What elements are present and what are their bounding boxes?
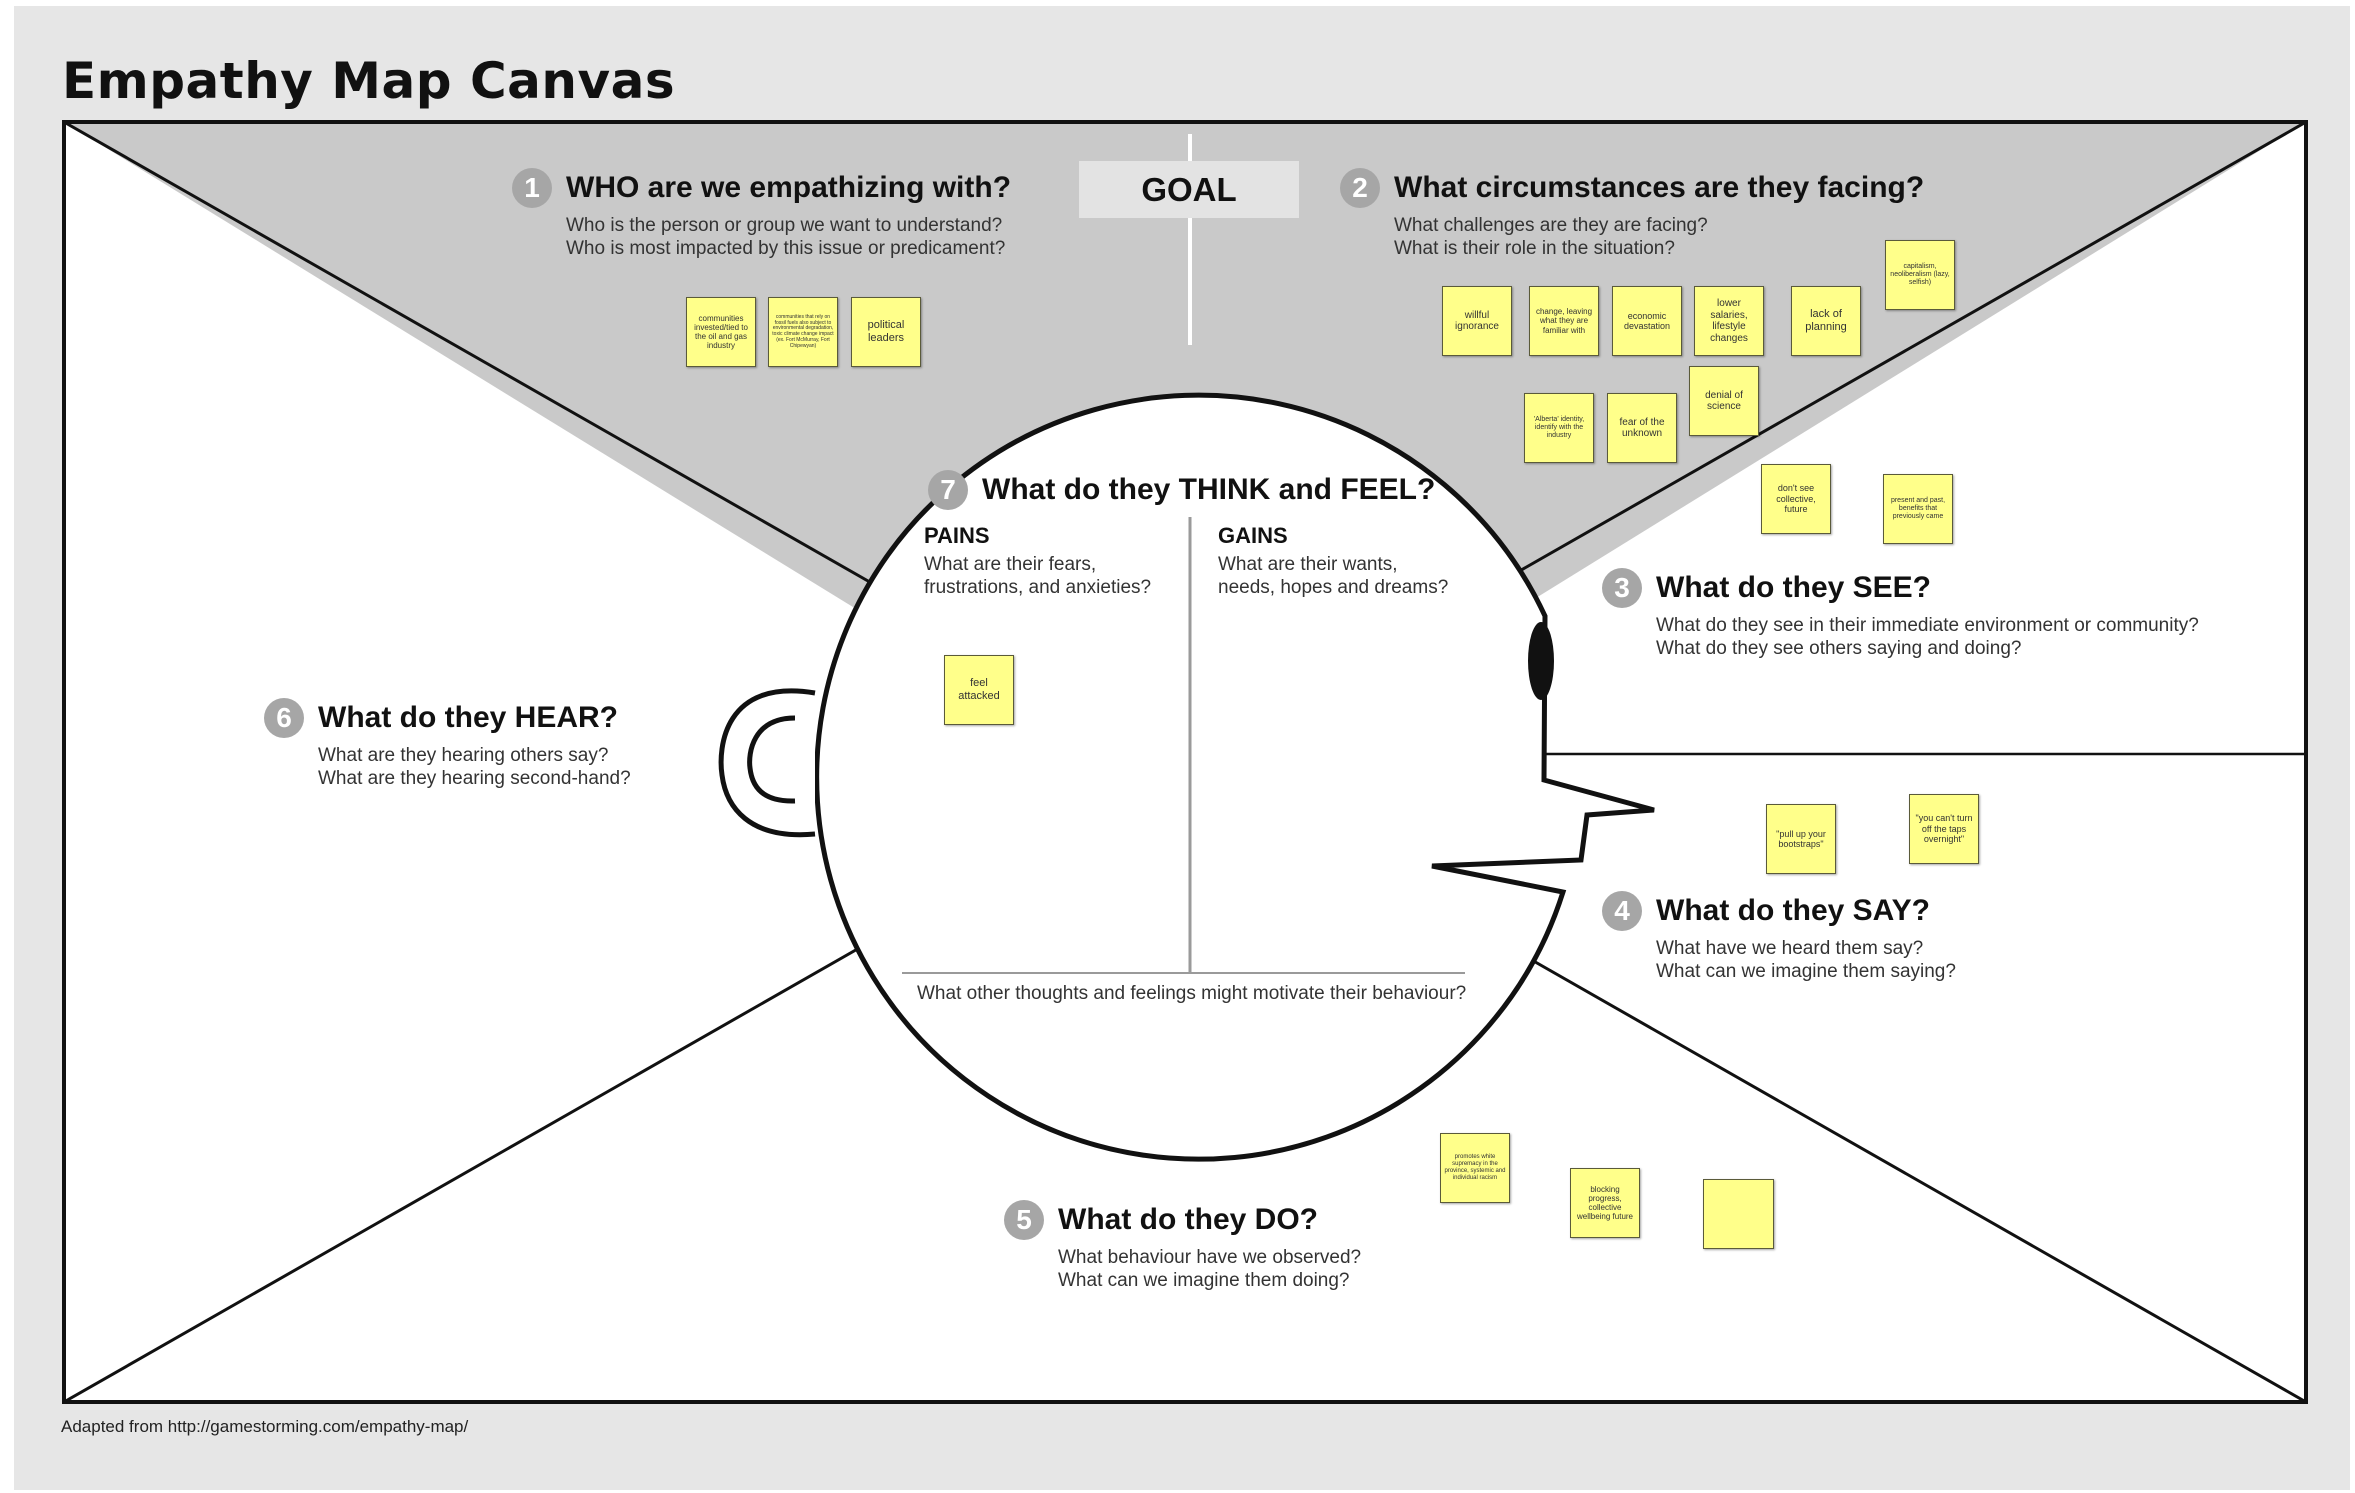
sticky-note[interactable]: blocking progress, collective wellbeing … bbox=[1570, 1168, 1640, 1238]
sticky-note[interactable]: present and past, benefits that previous… bbox=[1883, 474, 1953, 544]
section-number-badge: 7 bbox=[928, 470, 968, 510]
pains-block: PAINS What are their fears, frustrations… bbox=[924, 523, 1151, 599]
eye-icon bbox=[1528, 622, 1554, 700]
section-think-feel: 7 What do they THINK and FEEL? bbox=[928, 470, 1435, 510]
source-credit: Adapted from http://gamestorming.com/emp… bbox=[61, 1417, 469, 1436]
section-heading: What circumstances are they facing? bbox=[1394, 171, 1925, 204]
section-question: What behaviour have we observed? bbox=[1058, 1247, 1362, 1268]
gains-block: GAINS What are their wants, needs, hopes… bbox=[1218, 523, 1448, 599]
pains-question: frustrations, and anxieties? bbox=[924, 577, 1152, 598]
gains-question: What are their wants, bbox=[1218, 554, 1398, 575]
section-do: 5 What do they DO? What behaviour have w… bbox=[1004, 1200, 1361, 1292]
page-title: Empathy Map Canvas bbox=[62, 52, 676, 110]
gains-question: needs, hopes and dreams? bbox=[1218, 577, 1449, 598]
section-question: What can we imagine them doing? bbox=[1058, 1270, 1350, 1291]
section-question: What do they see in their immediate envi… bbox=[1656, 615, 2199, 636]
section-number-badge: 4 bbox=[1602, 891, 1642, 931]
sticky-note[interactable]: "you can't turn off the taps overnight" bbox=[1909, 794, 1979, 864]
goal-label: GOAL bbox=[1079, 161, 1299, 218]
canvas-border bbox=[62, 120, 2308, 1404]
sticky-note[interactable]: feel attacked bbox=[944, 655, 1014, 725]
section-question: What have we heard them say? bbox=[1656, 938, 1924, 959]
section-heading: What do they SEE? bbox=[1656, 571, 1932, 604]
sticky-note[interactable]: capitalism, neoliberalism (lazy, selfish… bbox=[1885, 240, 1955, 310]
section-number-badge: 6 bbox=[264, 698, 304, 738]
section-question: What are they hearing second-hand? bbox=[318, 768, 631, 789]
pains-label: PAINS bbox=[924, 523, 990, 548]
sticky-note-blank[interactable] bbox=[1703, 1179, 1774, 1249]
section-number-badge: 2 bbox=[1340, 168, 1380, 208]
sticky-note[interactable]: denial of science bbox=[1689, 366, 1759, 436]
section-question: Who is the person or group we want to un… bbox=[566, 215, 1003, 236]
sticky-note[interactable]: "pull up your bootstraps" bbox=[1766, 804, 1836, 874]
section-number-badge: 5 bbox=[1004, 1200, 1044, 1240]
other-thoughts-question: What other thoughts and feelings might m… bbox=[917, 983, 1467, 1004]
section-heading: WHO are we empathizing with? bbox=[566, 171, 1012, 204]
section-heading: What do they HEAR? bbox=[318, 701, 618, 734]
sticky-note[interactable]: change, leaving what they are familiar w… bbox=[1529, 286, 1599, 356]
section-who: 1 WHO are we empathizing with? Who is th… bbox=[512, 168, 1011, 260]
sticky-note[interactable]: lower salaries, lifestyle changes bbox=[1694, 286, 1764, 356]
section-heading: What do they DO? bbox=[1058, 1203, 1318, 1236]
sticky-note[interactable]: economic devastation bbox=[1612, 286, 1682, 356]
sticky-note[interactable]: communities that rely on fossil fuels al… bbox=[768, 297, 838, 367]
section-question: What do they see others saying and doing… bbox=[1656, 638, 2022, 659]
section-circumstances: 2 What circumstances are they facing? Wh… bbox=[1340, 168, 1924, 260]
sticky-note[interactable]: promotes white supremacy in the province… bbox=[1440, 1133, 1510, 1203]
section-hear: 6 What do they HEAR? What are they heari… bbox=[264, 698, 631, 790]
section-question: What is their role in the situation? bbox=[1394, 238, 1675, 259]
section-question: What can we imagine them saying? bbox=[1656, 961, 1956, 982]
ear-inner-icon bbox=[747, 715, 796, 804]
sticky-note[interactable]: political leaders bbox=[851, 297, 921, 367]
sticky-note[interactable]: 'Alberta' identity, identify with the in… bbox=[1524, 393, 1594, 463]
pains-question: What are their fears, bbox=[924, 554, 1097, 575]
sticky-note[interactable]: fear of the unknown bbox=[1607, 393, 1677, 463]
sticky-note[interactable]: don't see collective, future bbox=[1761, 464, 1831, 534]
section-heading: What do they THINK and FEEL? bbox=[982, 473, 1436, 506]
section-question: What challenges are they are facing? bbox=[1394, 215, 1708, 236]
section-question: What are they hearing others say? bbox=[318, 745, 609, 766]
section-number-badge: 1 bbox=[512, 168, 552, 208]
section-say: 4 What do they SAY? What have we heard t… bbox=[1602, 891, 1956, 983]
section-heading: What do they SAY? bbox=[1656, 894, 1930, 927]
section-see: 3 What do they SEE? What do they see in … bbox=[1602, 568, 2199, 660]
sticky-note[interactable]: willful ignorance bbox=[1442, 286, 1512, 356]
section-number-badge: 3 bbox=[1602, 568, 1642, 608]
sticky-note[interactable]: communities invested/tied to the oil and… bbox=[686, 297, 756, 367]
head-outline bbox=[814, 392, 1655, 1162]
sticky-note[interactable]: lack of planning bbox=[1791, 286, 1861, 356]
section-question: Who is most impacted by this issue or pr… bbox=[566, 238, 1006, 259]
gains-label: GAINS bbox=[1218, 523, 1288, 548]
